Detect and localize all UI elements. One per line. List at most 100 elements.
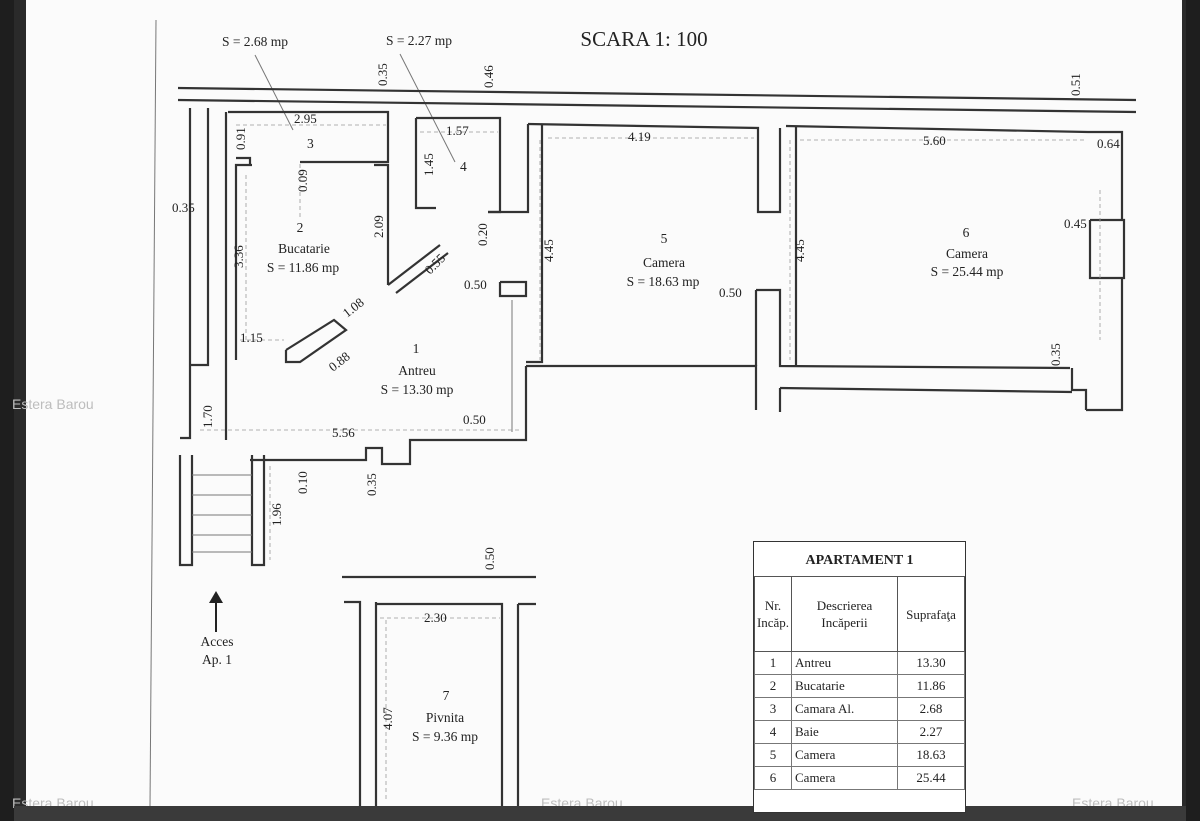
walls: [177, 86, 1137, 806]
leader-baie: [399, 53, 456, 163]
dim-0-64: 0.64: [1097, 136, 1120, 151]
room-2-number: 2: [297, 220, 304, 235]
right-border: [1186, 0, 1200, 821]
legend-cell-nr: 5: [754, 743, 792, 767]
legend-cell-desc: Camara Al.: [791, 697, 898, 721]
dim-0-35-left: 0.35: [172, 200, 195, 215]
dim-1-57: 1.57: [446, 123, 469, 138]
dim-0-10: 0.10: [295, 471, 310, 494]
legend-header-row: Nr. Incăp. Descrierea Incăperii Suprafaţ…: [754, 576, 965, 652]
fold-line: [149, 19, 157, 807]
watermark-left: Estera Barou: [12, 396, 94, 412]
legend-cell-desc: Bucatarie: [791, 674, 898, 698]
legend-row: 3 Camara Al. 2.68: [754, 697, 965, 721]
legend-cell-nr: 6: [754, 766, 792, 790]
legend-row: 1 Antreu 13.30: [754, 651, 965, 675]
legend-cell-nr: 3: [754, 697, 792, 721]
legend-cell-area: 25.44: [897, 766, 965, 790]
dim-0-35-top: 0.35: [375, 63, 390, 86]
dim-4-19: 4.19: [628, 129, 651, 144]
dim-1-15: 1.15: [240, 330, 263, 345]
dim-2-09: 2.09: [371, 215, 386, 238]
legend-cell-desc: Camera: [791, 766, 898, 790]
bottom-edge: [14, 806, 1186, 821]
legend-cell-nr: 1: [754, 651, 792, 675]
legend-header-desc-line1: Descrierea: [816, 598, 873, 613]
access-label-line1: Acces: [201, 634, 234, 649]
dimension-lines: [200, 124, 1101, 800]
dim-0-46: 0.46: [481, 65, 496, 88]
dim-0-50-door: 0.50: [464, 277, 487, 292]
dim-0-09: 0.09: [295, 169, 310, 192]
room-6-area: S = 25.44 mp: [931, 264, 1004, 279]
room-7-name: Pivnita: [426, 710, 464, 725]
dim-3-36: 3.36: [231, 245, 246, 268]
leader-camara: [254, 54, 294, 131]
legend-cell-area: 13.30: [897, 651, 965, 675]
dim-0-51: 0.51: [1068, 73, 1083, 96]
legend-row: 6 Camera 25.44: [754, 766, 965, 790]
dim-5-60: 5.60: [923, 133, 946, 148]
legend-cell-desc: Baie: [791, 720, 898, 744]
room-5-number: 5: [661, 231, 668, 246]
legend-header-nr-line1: Nr.: [764, 598, 782, 613]
access-arrow-icon: [209, 591, 223, 632]
dim-4-45-camera5: 4.45: [541, 239, 556, 262]
left-border: [0, 0, 14, 821]
dim-1-70: 1.70: [200, 405, 215, 428]
legend-row: 4 Baie 2.27: [754, 720, 965, 744]
room-5-area: S = 18.63 mp: [627, 274, 700, 289]
room-2-area: S = 11.86 mp: [267, 260, 340, 275]
legend-header-desc-line2: Incăperii: [821, 615, 868, 630]
legend-row: 5 Camera 18.63: [754, 743, 965, 767]
legend-cell-area: 18.63: [897, 743, 965, 767]
room-3-number: 3: [307, 136, 314, 151]
legend-header-area: Suprafaţa: [897, 576, 965, 652]
dim-5-56: 5.56: [332, 425, 355, 440]
legend-cell-desc: Camera: [791, 743, 898, 767]
legend-header-nr: Nr. Incăp.: [754, 576, 792, 652]
legend-title: APARTAMENT 1: [805, 553, 914, 568]
dim-2-30: 2.30: [424, 610, 447, 625]
legend-header-nr-line2: Incăp.: [756, 615, 790, 630]
dim-0-50-pivnita: 0.50: [482, 547, 497, 570]
legend-header-desc: Descrierea Incăperii: [791, 576, 898, 652]
legend-cell-nr: 2: [754, 674, 792, 698]
room-2-name: Bucatarie: [278, 241, 330, 256]
room-1-area: S = 13.30 mp: [381, 382, 454, 397]
dim-0-50-hall: 0.50: [463, 412, 486, 427]
paper: [26, 0, 1182, 806]
room-1-number: 1: [413, 341, 420, 356]
legend-cell-area: 11.86: [897, 674, 965, 698]
room-7-number: 7: [443, 688, 450, 703]
apartment-legend-table: APARTAMENT 1 Nr. Incăp. Descrierea Incăp…: [753, 541, 966, 813]
baie-area-label: S = 2.27 mp: [386, 33, 452, 48]
legend-cell-nr: 4: [754, 720, 792, 744]
room-6-name: Camera: [946, 246, 988, 261]
scale-title: SCARA 1: 100: [580, 27, 707, 51]
room-6-number: 6: [963, 225, 970, 240]
dim-1-45: 1.45: [421, 153, 436, 176]
dim-2-95: 2.95: [294, 111, 317, 126]
room-1-name: Antreu: [398, 363, 436, 378]
access-label-line2: Ap. 1: [202, 652, 232, 667]
dim-0-50-wall: 0.50: [719, 285, 742, 300]
legend-grid: Nr. Incăp. Descrierea Incăperii Suprafaţ…: [754, 576, 965, 790]
room-7-area: S = 9.36 mp: [412, 729, 478, 744]
dim-4-07: 4.07: [380, 707, 395, 730]
dim-0-35-right: 0.35: [1048, 343, 1063, 366]
dim-0-91: 0.91: [233, 127, 248, 150]
legend-cell-desc: Antreu: [791, 651, 898, 675]
dim-0-45: 0.45: [1064, 216, 1087, 231]
dim-4-45-camera6: 4.45: [792, 239, 807, 262]
legend-cell-area: 2.68: [897, 697, 965, 721]
dim-1-96: 1.96: [269, 503, 284, 526]
room-5-name: Camera: [643, 255, 685, 270]
dim-0-20: 0.20: [475, 223, 490, 246]
room-4-number: 4: [460, 159, 467, 174]
legend-row: 2 Bucatarie 11.86: [754, 674, 965, 698]
dim-0-35-bottom: 0.35: [364, 473, 379, 496]
legend-cell-area: 2.27: [897, 720, 965, 744]
camara-area-label: S = 2.68 mp: [222, 34, 288, 49]
